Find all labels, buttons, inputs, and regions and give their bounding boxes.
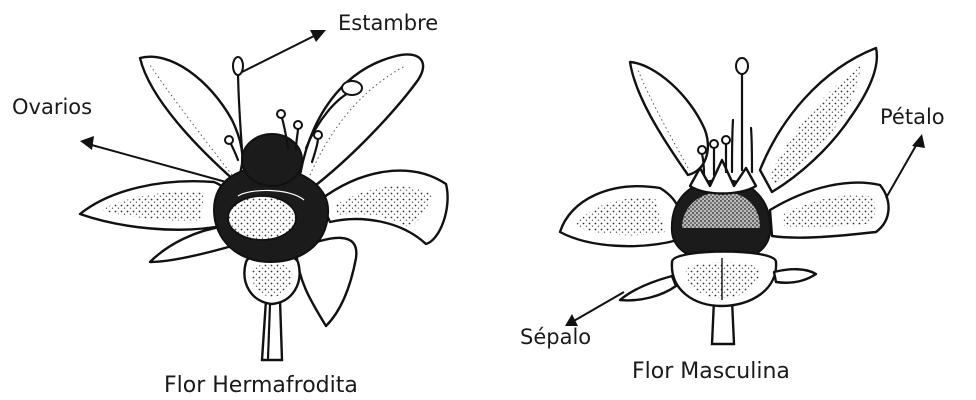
- caption-masculina: Flor Masculina: [632, 359, 790, 384]
- petal-back-right: [300, 54, 423, 185]
- sepal-right: [774, 269, 816, 283]
- caption-hermafrodita: Flor Hermafrodita: [164, 373, 358, 398]
- label-estambre: Estambre: [338, 11, 438, 35]
- arrow-petalo: [886, 142, 918, 198]
- label-sepalo: Sépalo: [520, 325, 591, 349]
- stem-hermafrodita: [262, 300, 282, 360]
- arrow-estambre: [242, 34, 318, 72]
- label-ovarios: Ovarios: [12, 95, 92, 119]
- sepal-left: [620, 276, 676, 300]
- hermaphrodite-flower: [80, 54, 448, 360]
- label-petalo: Pétalo: [880, 105, 945, 129]
- arrow-sepalo: [572, 292, 624, 322]
- ovary-top: [242, 134, 302, 186]
